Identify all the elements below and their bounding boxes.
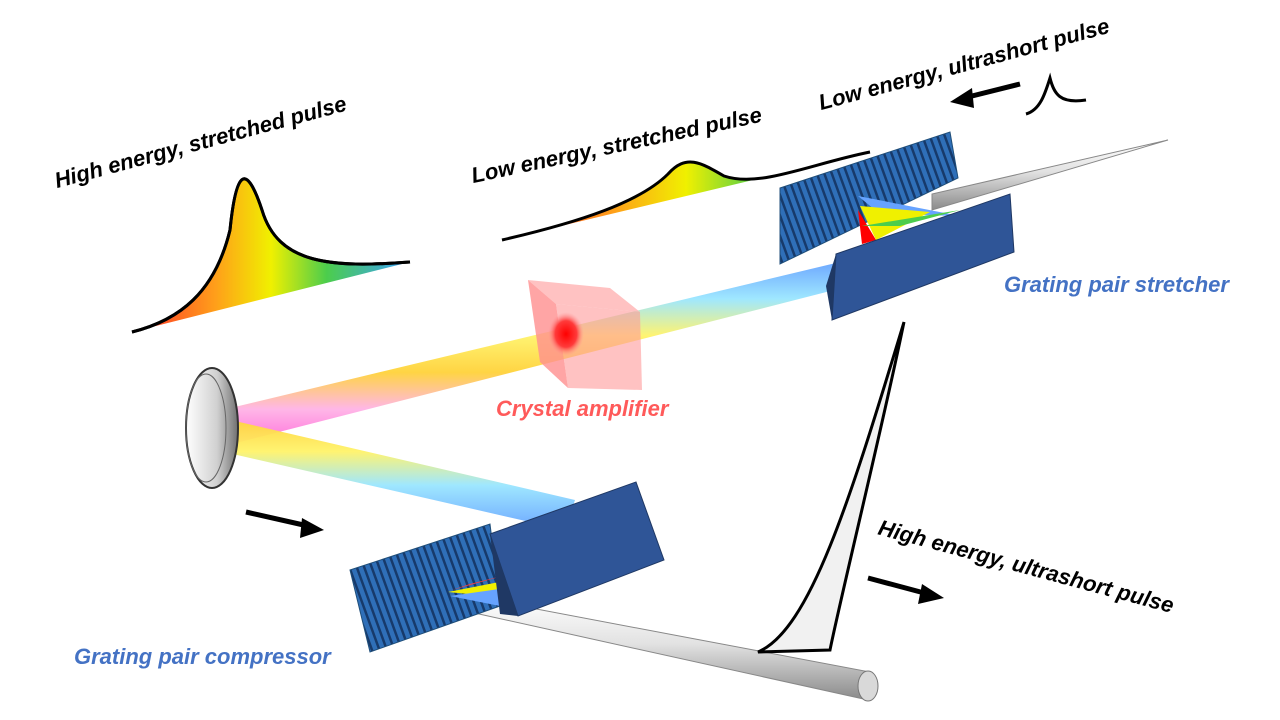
label-grating-pair-stretcher: Grating pair stretcher bbox=[1004, 272, 1229, 297]
mirror bbox=[185, 367, 239, 489]
label-crystal-amplifier: Crystal amplifier bbox=[496, 396, 669, 421]
arrow-right-icon bbox=[867, 575, 944, 604]
grating-pair-stretcher bbox=[779, 131, 1015, 321]
grating-pair-compressor bbox=[349, 481, 665, 653]
label-grating-pair-compressor: Grating pair compressor bbox=[74, 644, 331, 669]
crystal-amplifier bbox=[528, 280, 642, 390]
pulse-high-energy-ultrashort bbox=[757, 321, 906, 654]
arrow-right-icon bbox=[245, 509, 324, 538]
arrow-left-icon bbox=[950, 81, 1021, 108]
pulse-high-energy-stretched bbox=[131, 177, 411, 334]
input-beam bbox=[931, 139, 1169, 211]
beam-stretcher-to-mirror bbox=[222, 262, 842, 446]
output-beam-end bbox=[857, 670, 879, 702]
pulse-low-energy-ultrashort bbox=[1025, 72, 1087, 116]
beam-mirror-to-compressor bbox=[222, 418, 575, 530]
